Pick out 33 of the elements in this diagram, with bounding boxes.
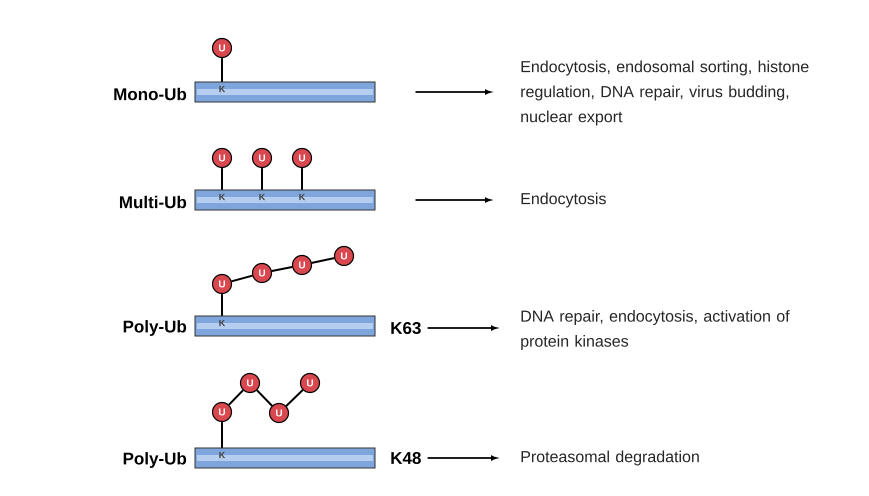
protein-bar: K K K bbox=[194, 190, 376, 210]
row-label: Multi-Ub bbox=[120, 196, 186, 208]
linker-line bbox=[228, 390, 244, 406]
linker-line bbox=[221, 422, 223, 448]
row-label: Poly-Ub bbox=[124, 452, 186, 468]
linker-line bbox=[286, 389, 304, 407]
arrow bbox=[428, 456, 497, 460]
outcome-text: Endocytosis, endosomal sorting, histone regulation, DNA repair, virus budding, nuclear export bbox=[521, 60, 808, 126]
row-label: Poly-Ub bbox=[124, 320, 186, 336]
row-label: Mono-Ub bbox=[114, 88, 186, 100]
outcome-text: Proteasomal degradation bbox=[522, 450, 699, 466]
linker-line bbox=[261, 168, 263, 190]
linkage-label: K63 bbox=[391, 322, 421, 334]
linker-line bbox=[301, 168, 303, 190]
linker-line bbox=[221, 58, 223, 82]
linker-line bbox=[221, 294, 223, 316]
linkage-label: K48 bbox=[391, 452, 421, 464]
node-label: K bbox=[219, 194, 226, 200]
linker-line bbox=[256, 390, 273, 406]
linker-line bbox=[272, 266, 292, 272]
node-label: K bbox=[259, 194, 266, 200]
protein-bar: K bbox=[194, 82, 376, 102]
linker-line bbox=[231, 274, 253, 282]
outcome-text: DNA repair, endocytosis, activation of protein kinases bbox=[521, 310, 790, 350]
outcome-text: Endocytosis bbox=[522, 192, 606, 208]
linker-line bbox=[221, 168, 223, 190]
node-label: K bbox=[299, 194, 306, 200]
protein-bar: K bbox=[194, 316, 376, 336]
linker-line bbox=[312, 257, 334, 264]
arrow bbox=[416, 198, 491, 202]
protein-bar: K bbox=[194, 448, 376, 468]
arrow bbox=[428, 326, 497, 330]
arrow bbox=[416, 90, 491, 94]
